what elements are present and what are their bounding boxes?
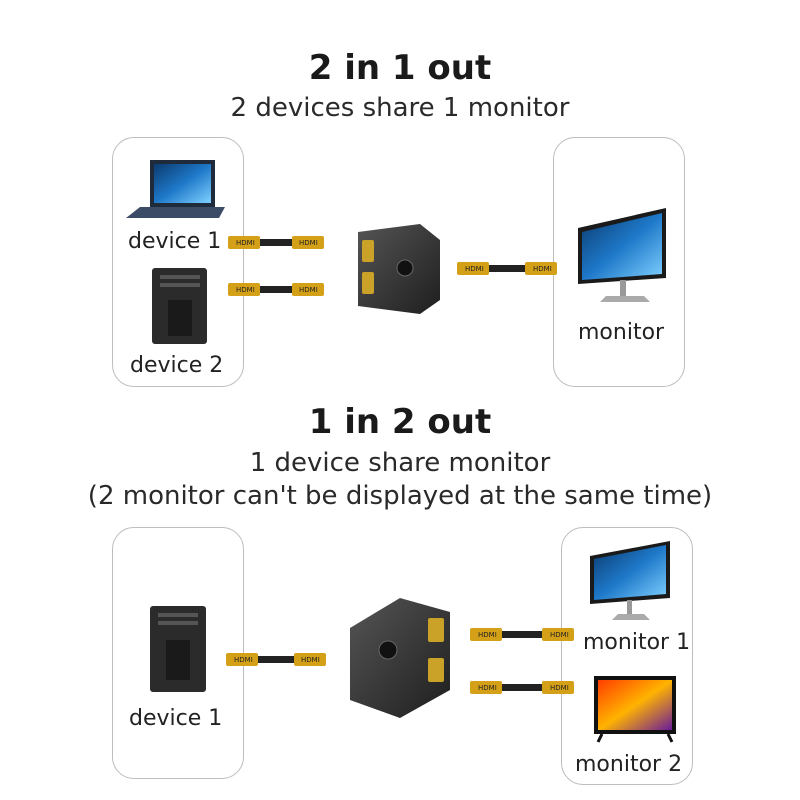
hdmi-cable-monitor: HDMI HDMI [457, 262, 557, 275]
svg-text:HDMI: HDMI [234, 656, 253, 664]
monitor-label: monitor [578, 320, 665, 345]
svg-text:HDMI: HDMI [550, 684, 569, 692]
monitor1-label: monitor 1 [583, 630, 691, 655]
section2-subtitle-line2: (2 monitor can't be displayed at the sam… [87, 481, 713, 511]
svg-text:HDMI: HDMI [465, 265, 484, 273]
desktop-tower-icon [150, 606, 206, 692]
device1-label: device 1 [129, 706, 223, 731]
monitor-icon [590, 541, 670, 620]
hdmi-cable-monitor1: HDMI HDMI [470, 628, 574, 641]
section2-title: 1 in 2 out [308, 402, 492, 442]
hdmi-cable-monitor2: HDMI HDMI [470, 681, 574, 694]
section1-title: 2 in 1 out [308, 48, 492, 88]
svg-text:HDMI: HDMI [301, 656, 320, 664]
monitor-icon [578, 208, 666, 302]
hdmi-cable-device1: HDMI HDMI [226, 653, 326, 666]
svg-text:HDMI: HDMI [478, 684, 497, 692]
svg-text:HDMI: HDMI [236, 239, 255, 247]
laptop-icon [126, 160, 225, 218]
svg-text:HDMI: HDMI [236, 286, 255, 294]
hdmi-cable-device1: HDMI HDMI [228, 236, 324, 249]
hdmi-cable-device2: HDMI HDMI [228, 283, 324, 296]
hdmi-switch-icon [350, 598, 450, 718]
svg-text:HDMI: HDMI [478, 631, 497, 639]
desktop-tower-icon [152, 268, 207, 344]
svg-text:HDMI: HDMI [299, 239, 318, 247]
device2-label: device 2 [130, 353, 224, 378]
svg-text:HDMI: HDMI [550, 631, 569, 639]
monitor2-label: monitor 2 [575, 752, 683, 777]
svg-text:HDMI: HDMI [533, 265, 552, 273]
section1-subtitle: 2 devices share 1 monitor [230, 93, 570, 123]
hdmi-switch-icon [358, 224, 440, 314]
section2-subtitle-line1: 1 device share monitor [249, 448, 551, 478]
tv-icon [594, 676, 676, 743]
device1-label: device 1 [128, 229, 222, 254]
svg-text:HDMI: HDMI [299, 286, 318, 294]
